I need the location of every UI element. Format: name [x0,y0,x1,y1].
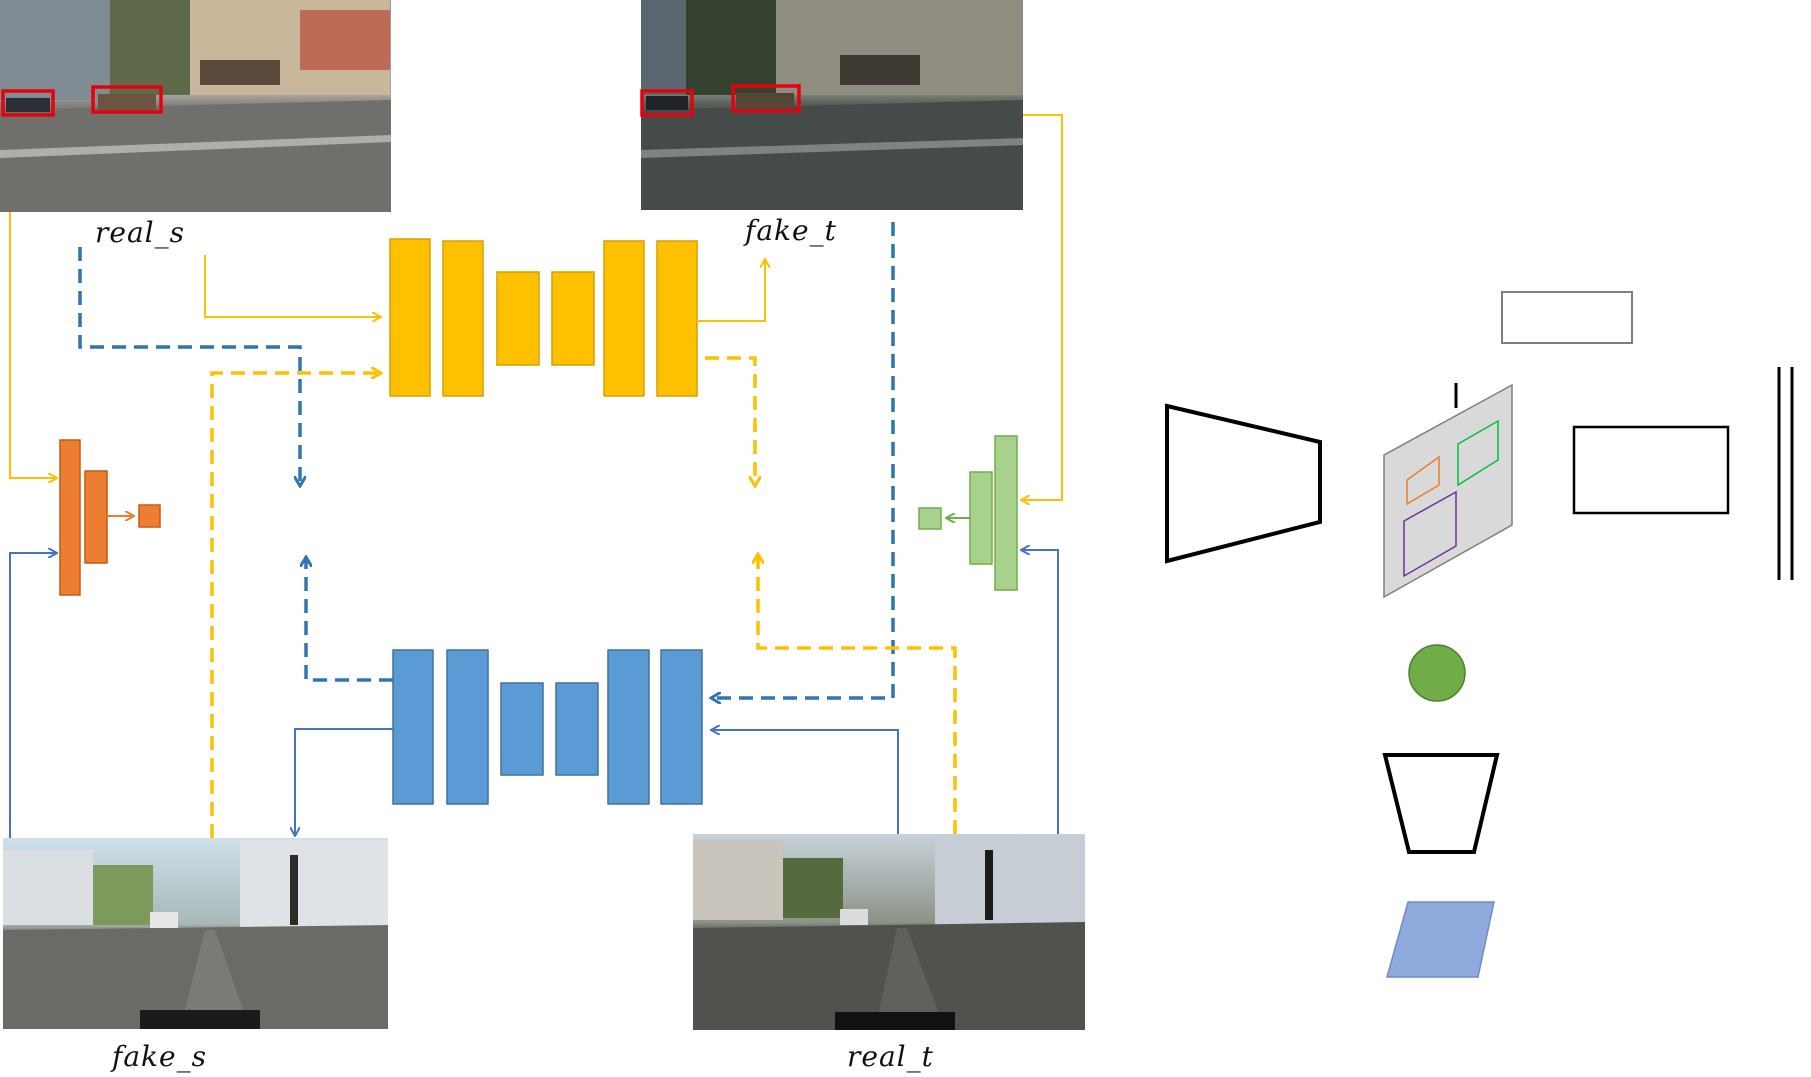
target-flow-arrows [9,550,1059,838]
gen-t2s-layer-3 [500,682,544,776]
legend-green-circle [1408,644,1466,702]
fake-s-image [3,838,388,1029]
gen-t2s-layer-4 [555,682,599,776]
real-s-image [0,0,391,212]
source-flow-arrows [9,114,1063,500]
discriminator-source [59,439,161,596]
legend-large-rectangle [1572,425,1730,515]
legend-plane-box-green [1457,419,1499,487]
legend-encoder-trapezoid [1165,403,1322,564]
gen-s2t-layer-5 [603,240,645,397]
legend-plane-box-purple [1403,490,1457,578]
generator-t2s [392,649,703,805]
real-s-label: real_s [95,216,185,249]
gen-s2t-layer-4 [551,271,595,366]
legend-blue-parallelogram [1386,901,1495,978]
generator-s2t [389,238,698,397]
dashed-blue-arrows [78,222,895,698]
gen-t2s-layer-5 [607,649,650,805]
bbox-car-2-translated [731,84,801,113]
legend-rectangle-outline [1501,291,1633,344]
real-t-image [693,834,1085,1030]
legend [1165,291,1794,978]
fake-s-label: fake_s [110,1040,207,1073]
gen-t2s-layer-6 [660,649,703,805]
gen-t2s-layer-1 [392,649,434,805]
gen-s2t-layer-3 [496,271,540,366]
discriminator-target [918,435,1018,591]
gen-t2s-layer-2 [446,649,489,805]
fake-t-image [640,0,1023,210]
legend-detection-plane [1383,383,1513,599]
gen-s2t-layer-2 [442,240,484,397]
dashed-yellow-arrows [210,356,957,838]
gen-s2t-layer-6 [656,240,698,397]
bbox-car-2 [91,85,163,114]
real-t-label: real_t [847,1040,934,1073]
legend-plane-box-orange [1406,455,1440,506]
bbox-car-1-translated [640,89,694,117]
bbox-car-1 [1,89,55,117]
fake-t-label: fake_t [743,214,837,247]
legend-decoder-trapezoid [1382,753,1500,854]
gen-s2t-layer-1 [389,238,431,397]
